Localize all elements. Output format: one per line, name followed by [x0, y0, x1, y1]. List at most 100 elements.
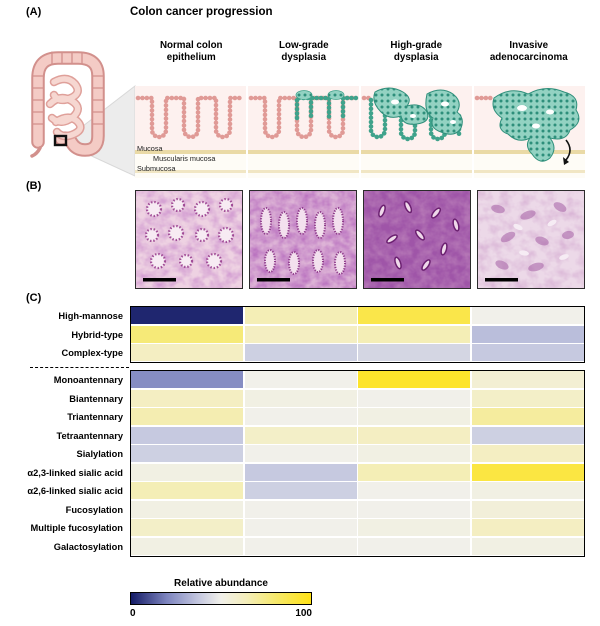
- heatmap-row: [131, 445, 584, 462]
- heatmap-row: [131, 325, 584, 343]
- heatmap-cell: [244, 389, 357, 407]
- dysplastic-epithelium: [294, 95, 359, 121]
- row-label: Tetraantennary: [56, 430, 123, 441]
- row-label: Fucosylation: [65, 504, 123, 515]
- heatmap-row: [131, 482, 584, 499]
- heatmap-cell: [471, 445, 584, 462]
- histology-image-high-grade: [363, 190, 471, 289]
- heatmap-cell: [471, 307, 584, 324]
- heatmap-cell: [358, 482, 471, 499]
- heatmap-row: [131, 500, 584, 518]
- row-label: α2,3-linked sialic acid: [27, 467, 123, 478]
- row-label: α2,6-linked sialic acid: [27, 486, 123, 496]
- heatmap-row: [131, 519, 584, 536]
- heatmap-cell: [244, 482, 357, 499]
- histology-row: [135, 190, 585, 289]
- heatmap-cell: [358, 445, 471, 462]
- heatmap-cell: [244, 445, 357, 462]
- heatmap-cell: [131, 389, 244, 407]
- haustra-lines: [31, 51, 105, 125]
- heatmap-row: [131, 537, 584, 555]
- heatmap-row: [131, 344, 584, 361]
- heatmap-cell: [131, 307, 244, 324]
- row-label: Triantennary: [67, 412, 123, 422]
- figure-title: Colon cancer progression: [130, 6, 273, 18]
- heatmap-cell: [131, 344, 244, 361]
- stage-header-0: Normal colon epithelium: [159, 40, 223, 63]
- histology-image-invasive: [477, 190, 585, 289]
- row-label: Sialylation: [76, 449, 124, 459]
- stage-header-1: Low-grade dysplasia: [278, 40, 329, 63]
- colon-illustration: [30, 51, 105, 158]
- heatmap-cell: [358, 426, 471, 444]
- schematic-normal-epithelium: [135, 86, 246, 178]
- heatmap-cell: [244, 519, 357, 536]
- schematic-row: [135, 86, 585, 178]
- roi-box: [53, 134, 68, 147]
- heatmap-row: [131, 371, 584, 388]
- heatmap-cell: [471, 325, 584, 343]
- heatmap-cell: [358, 537, 471, 555]
- heatmap-cell: [358, 463, 471, 481]
- heatmap-cell: [131, 408, 244, 425]
- heatmap-cell: [244, 426, 357, 444]
- heatmap-cell: [131, 463, 244, 481]
- row-label: Biantennary: [69, 393, 123, 404]
- row-label: High-mannose: [58, 311, 123, 321]
- legend-title: Relative abundance: [174, 578, 268, 589]
- normal-crypt-epithelium: [135, 95, 246, 140]
- heatmap-row: [131, 408, 584, 425]
- heatmap-group-separator: [30, 363, 129, 368]
- legend-max-label: 100: [295, 608, 312, 619]
- heatmap-cell: [358, 408, 471, 425]
- heatmap-cell: [358, 389, 471, 407]
- heatmap-cell: [131, 519, 244, 536]
- heatmap-row: [131, 463, 584, 481]
- heatmap-cell: [131, 537, 244, 555]
- heatmap-cell: [131, 445, 244, 462]
- heatmap-row: [131, 426, 584, 444]
- small-intestine-fill: [47, 76, 84, 139]
- heatmap-cell: [471, 482, 584, 499]
- heatmap-cell: [358, 307, 471, 324]
- heatmap-cell: [358, 325, 471, 343]
- row-label: Galactosylation: [53, 541, 123, 552]
- invasion-arrowhead: [563, 157, 569, 165]
- heatmap-cell: [471, 344, 584, 361]
- heatmap-cell: [244, 408, 357, 425]
- heatmap-cell: [244, 537, 357, 555]
- heatmap-cell: [244, 500, 357, 518]
- panel-c-label: (C): [26, 292, 42, 304]
- heatmap-cell: [244, 344, 357, 361]
- heatmap-cell: [471, 500, 584, 518]
- heatmap-cell: [244, 325, 357, 343]
- muscularis-mucosa-band: [474, 150, 585, 154]
- mucosa-label: Mucosa: [137, 144, 163, 153]
- heatmap-row: [131, 307, 584, 324]
- heatmap-cell: [471, 519, 584, 536]
- schematic-invasive-adenocarcinoma: [474, 86, 585, 178]
- panel-b-label: (B): [26, 180, 42, 192]
- heatmap-cell: [131, 500, 244, 518]
- histology-image-low-grade: [249, 190, 357, 289]
- schematic-high-grade-dysplasia: [361, 86, 472, 178]
- dysplastic-crypts: [368, 97, 462, 142]
- heatmap-cell: [244, 371, 357, 388]
- heatmap-cell: [131, 482, 244, 499]
- row-label: Complex-type: [61, 348, 123, 358]
- schematic-low-grade-dysplasia: [248, 86, 359, 178]
- heatmap-cell: [471, 426, 584, 444]
- muscularis-mucosa-band: [248, 150, 359, 154]
- heatmap-cell: [244, 463, 357, 481]
- muscularis-mucosa-band: [135, 150, 246, 154]
- stage-headers: Normal colon epithelium Low-grade dysplas…: [135, 40, 585, 64]
- scale-bar: [371, 278, 404, 282]
- legend-min-label: 0: [130, 608, 136, 619]
- heatmap-cell: [131, 426, 244, 444]
- heatmap-cell: [471, 389, 584, 407]
- muscularis-mucosa-label: Muscularis mucosa: [153, 154, 216, 163]
